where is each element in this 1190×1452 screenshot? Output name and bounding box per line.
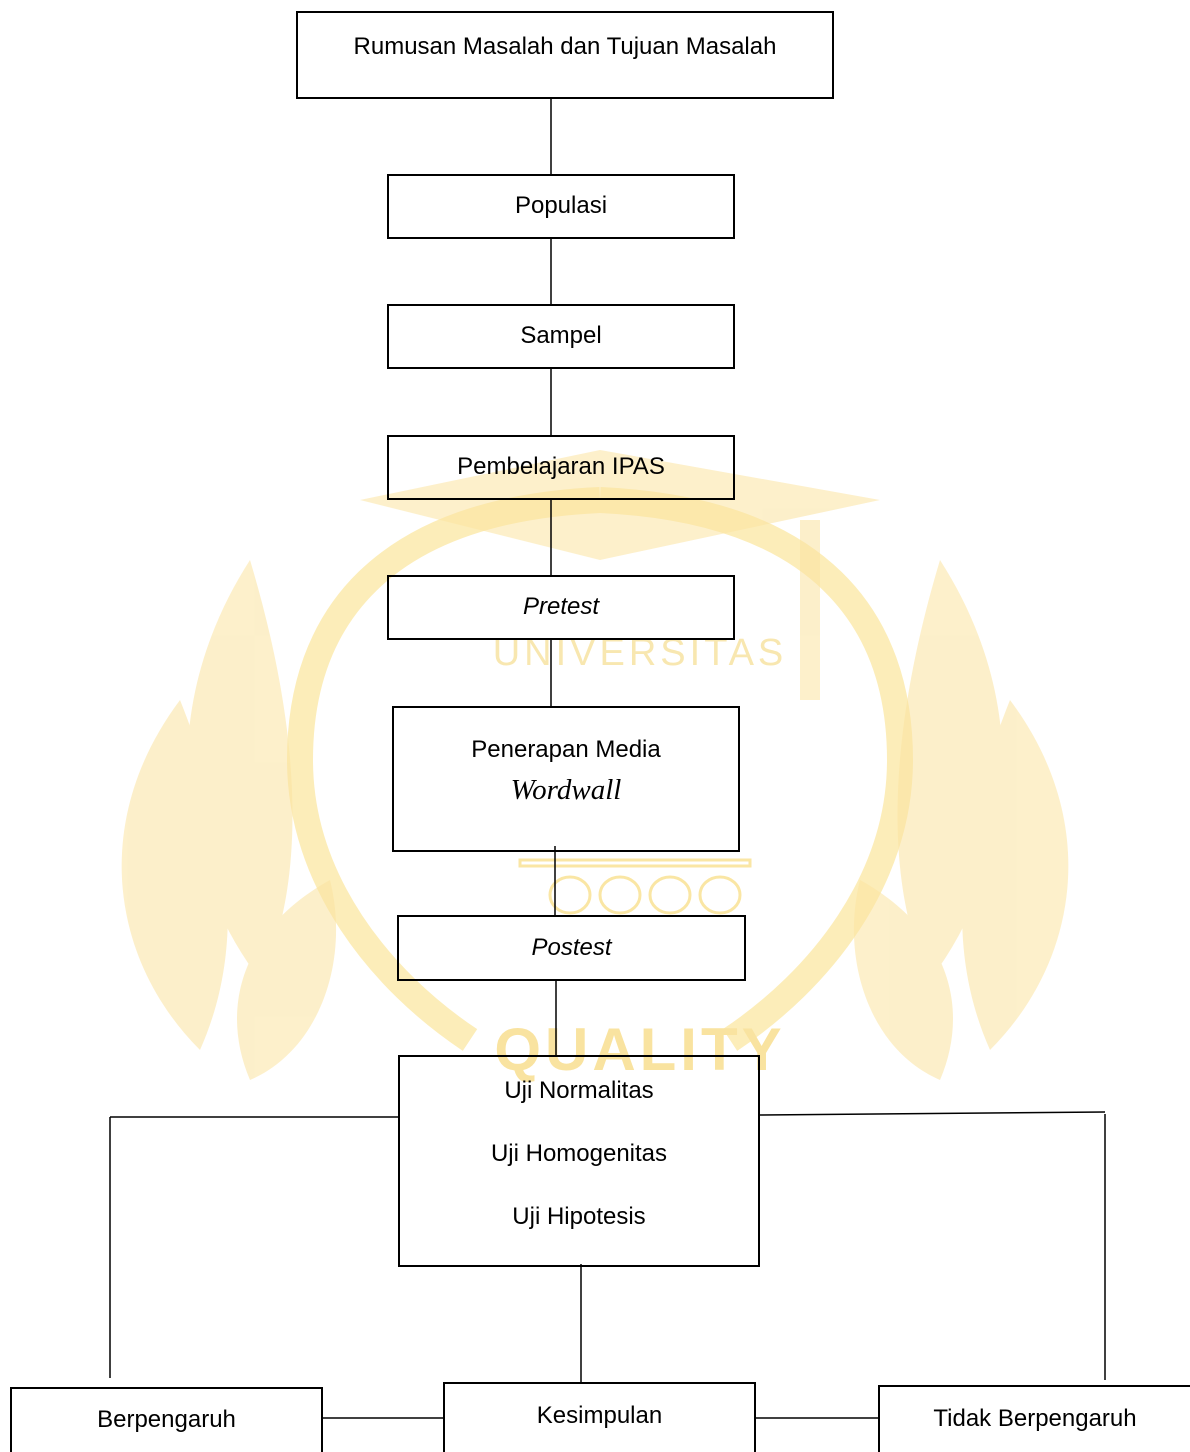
node-posttest-label: Postest — [531, 933, 612, 961]
node-sample-label: Sampel — [520, 322, 602, 350]
node-media-label-line2: Wordwall — [510, 773, 622, 806]
node-media-label-line1: Penerapan Media — [471, 736, 661, 763]
node-population: Populasi — [387, 174, 735, 239]
node-statistical-tests: Uji Normalitas Uji Homogenitas Uji Hipot… — [398, 1055, 760, 1267]
node-pretest-label: Pretest — [522, 593, 600, 621]
node-pretest: Pretest — [387, 575, 735, 640]
node-test-homogeneity: Uji Homogenitas — [490, 1139, 668, 1167]
node-problem-statement-label: Rumusan Masalah dan Tujuan Masalah — [353, 33, 777, 60]
node-test-normality: Uji Normalitas — [504, 1077, 654, 1104]
node-learning-label: Pembelajaran IPAS — [457, 453, 665, 481]
node-no-effect: Tidak Berpengaruh — [878, 1385, 1190, 1452]
node-conclusion: Kesimpulan — [443, 1382, 756, 1452]
connector-tests-right — [759, 1111, 1106, 1116]
node-effect-label: Berpengaruh — [97, 1406, 236, 1434]
node-learning: Pembelajaran IPAS — [387, 435, 735, 500]
node-effect: Berpengaruh — [10, 1387, 323, 1452]
node-conclusion-label: Kesimpulan — [536, 1402, 663, 1429]
node-test-hypothesis: Uji Hipotesis — [512, 1202, 646, 1230]
watermark-text-bottom: QUALITY — [494, 1016, 785, 1083]
node-no-effect-label: Tidak Berpengaruh — [933, 1405, 1137, 1433]
node-population-label: Populasi — [514, 192, 608, 220]
node-sample: Sampel — [387, 304, 735, 369]
node-problem-statement: Rumusan Masalah dan Tujuan Masalah — [296, 11, 834, 99]
node-media-application: Penerapan Media Wordwall — [392, 706, 740, 852]
node-posttest: Postest — [397, 915, 746, 981]
